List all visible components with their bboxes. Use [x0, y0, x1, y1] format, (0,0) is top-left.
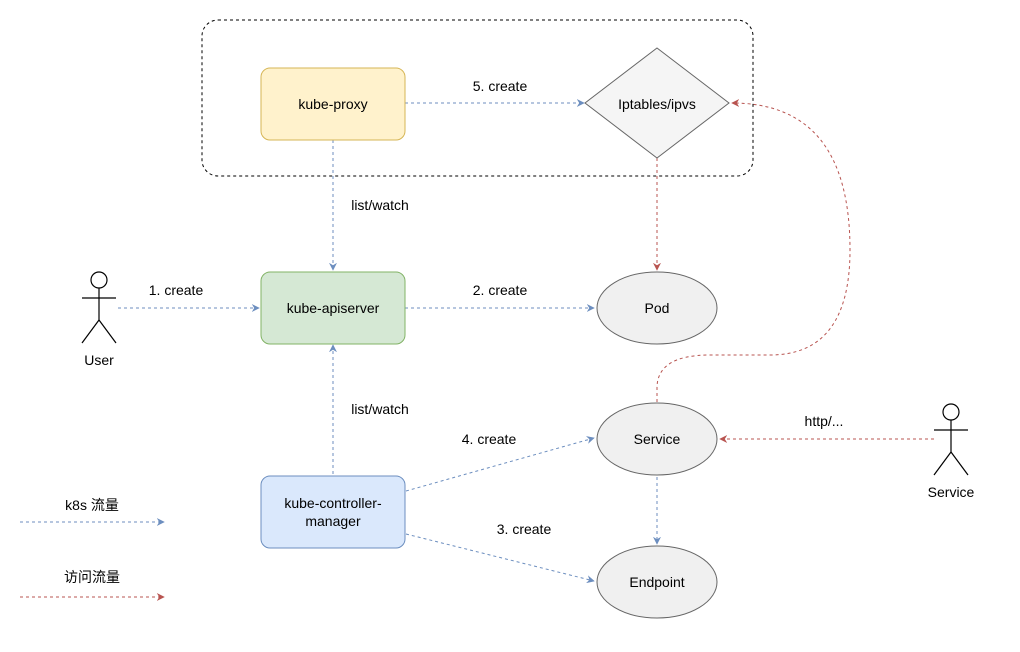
edge-label-create-2: 2. create	[473, 282, 528, 298]
kube-proxy-label: kube-proxy	[298, 96, 367, 112]
service-client-actor-icon[interactable]	[933, 403, 969, 476]
edge-label-create-5: 5. create	[473, 78, 528, 94]
legend-access-label: 访问流量	[64, 569, 120, 585]
pod-label: Pod	[645, 300, 670, 316]
pod-node[interactable]: Pod	[596, 271, 718, 345]
node-boundary	[201, 19, 754, 177]
service-label: Service	[634, 431, 681, 447]
edge-label-http: http/...	[805, 413, 844, 429]
kube-apiserver-label: kube-apiserver	[287, 300, 380, 316]
controller-label-line2: manager	[305, 513, 361, 529]
kube-apiserver-node[interactable]: kube-apiserver	[260, 271, 406, 345]
user-actor-icon[interactable]	[81, 271, 117, 344]
legend-k8s-label: k8s 流量	[65, 497, 119, 513]
edge-label-create-1: 1. create	[149, 282, 204, 298]
controller-label-line1: kube-controller-	[284, 495, 382, 511]
service-client-actor-label: Service	[928, 484, 975, 500]
edge-label-list-watch-bottom: list/watch	[351, 401, 409, 417]
edge-label-create-4: 4. create	[462, 431, 517, 447]
kube-proxy-node[interactable]: kube-proxy	[260, 67, 406, 141]
edge-controller-to-endpoint	[405, 533, 595, 584]
iptables-node[interactable]: Iptables/ipvs	[584, 47, 730, 159]
edge-label-create-3: 3. create	[497, 521, 552, 537]
edge-controller-to-service	[405, 436, 595, 492]
iptables-label: Iptables/ipvs	[618, 96, 696, 112]
edge-service-to-iptables	[656, 99, 851, 402]
service-node[interactable]: Service	[596, 402, 718, 476]
user-actor-label: User	[84, 352, 114, 368]
kube-controller-manager-node[interactable]: kube-controller- manager	[260, 475, 406, 549]
endpoint-label: Endpoint	[629, 574, 684, 590]
endpoint-node[interactable]: Endpoint	[596, 545, 718, 619]
edge-label-list-watch-top: list/watch	[351, 197, 409, 213]
